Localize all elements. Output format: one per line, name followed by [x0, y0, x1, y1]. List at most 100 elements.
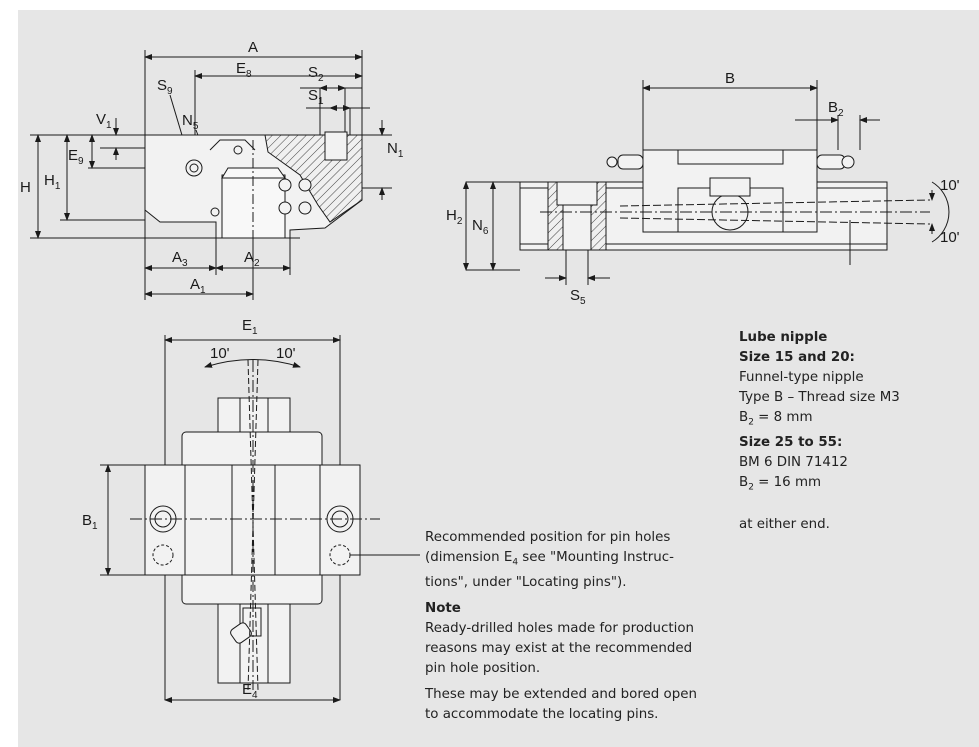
dimension-label-part: S — [308, 64, 318, 81]
dimension-label-part: 1 — [318, 96, 324, 107]
angle-top: 10' — [940, 177, 960, 194]
note-text: = 8 mm — [753, 410, 813, 425]
note-line4: These may be extended and bored open — [425, 686, 697, 702]
note-text: = 16 mm — [753, 474, 822, 490]
dimension-label-part: 5 — [580, 296, 586, 307]
dim-S5: S5 — [570, 287, 586, 307]
note-text: 4 — [512, 557, 519, 568]
side-view — [463, 80, 950, 285]
note-line2: reasons may exist at the recommended — [425, 640, 693, 656]
dim-B: B — [725, 70, 735, 87]
dimension-label-part: 2 — [318, 73, 324, 84]
dimension-label-part: E — [236, 60, 246, 77]
dimension-label-part: S — [570, 287, 580, 304]
dimension-label-part: 2 — [838, 108, 844, 119]
angle-left: 10' — [210, 345, 230, 362]
dimension-labels: A E8 S2 S1 S9 V1 N5 N1 E9 H H1 A3 A2 A1 … — [20, 39, 960, 701]
dimension-label-part: H — [44, 172, 55, 189]
dimension-label-part: B — [82, 512, 92, 529]
dimension-label-part: 2 — [254, 258, 260, 269]
dim-S1: S1 — [308, 87, 324, 107]
dimension-label-part: E — [68, 147, 78, 164]
dim-A2: A2 — [244, 249, 260, 269]
note-text: B — [739, 474, 749, 490]
note-text: 2 — [748, 417, 754, 428]
dim-E9: E9 — [68, 147, 84, 167]
dimension-label-part: 5 — [193, 121, 199, 132]
dimension-label-part: B — [828, 99, 838, 116]
size-small-heading: Size 15 and 20: — [739, 348, 900, 368]
dim-H2: H2 — [446, 207, 463, 227]
dimension-label-part: A — [190, 276, 200, 293]
dim-B1: B1 — [82, 512, 98, 532]
note-text: Size 25 to 55: — [739, 434, 843, 450]
dim-B2: B2 — [828, 99, 844, 119]
dimension-label-part: H — [446, 207, 457, 224]
dimension-label-part: N — [472, 217, 483, 234]
dimension-label-part: 1 — [106, 120, 112, 131]
dimension-label-part: S — [157, 77, 167, 94]
dim-N6: N6 — [472, 217, 489, 237]
note-line5: to accommodate the locating pins. — [425, 706, 659, 722]
dimension-label-part: N — [387, 140, 398, 157]
dim-H: H — [20, 179, 31, 196]
note-line1: Ready-drilled holes made for production — [425, 620, 695, 636]
angle-bottom: 10' — [940, 229, 960, 246]
dimension-label-part: E — [242, 681, 252, 698]
dimension-label-part: 6 — [483, 226, 489, 237]
dim-S2: S2 — [308, 64, 324, 84]
dimension-label-part: 9 — [78, 156, 84, 167]
note-title: Note — [425, 599, 697, 619]
note-line3: pin hole position. — [425, 660, 541, 676]
dim-A1: A1 — [190, 276, 206, 296]
dimension-label-part: S — [308, 87, 318, 104]
small-line2: Type B – Thread size M3 — [739, 390, 900, 405]
dimension-label-part: A — [244, 249, 254, 266]
angle-right: 10' — [276, 345, 296, 362]
size-large-heading: Size 25 to 55: — [739, 433, 900, 453]
pin-line3: tions", under "Locating pins"). — [425, 574, 627, 590]
dim-S9: S9 — [157, 77, 173, 97]
dimension-label-part: 8 — [246, 69, 252, 80]
dim-E8: E8 — [236, 60, 252, 80]
note-text: B — [739, 410, 749, 425]
note-text: Lube nipple — [739, 330, 828, 345]
pin-line1: Recommended position for pin holes — [425, 530, 671, 545]
note-text: see "Mounting Instruc- — [518, 550, 674, 565]
front-section-view — [30, 50, 392, 300]
pin-hole-notes: Recommended position for pin holes (dime… — [425, 528, 697, 725]
dimension-label-part: 1 — [55, 181, 61, 192]
lube-title: Lube nipple — [739, 328, 900, 348]
dim-V1: V1 — [96, 111, 112, 131]
pin-line2: (dimension E4 see "Mounting Instruc- — [425, 548, 697, 573]
lube-nipple-notes: Lube nipple Size 15 and 20: Funnel-type … — [739, 328, 900, 535]
diagram-panel — [18, 10, 979, 747]
dimension-label-part: N — [182, 112, 193, 129]
note-text: (dimension E — [425, 550, 513, 565]
note-text: Size 15 and 20: — [739, 350, 855, 365]
dimension-label-part: 4 — [252, 690, 258, 701]
small-b2: B2 = 8 mm — [739, 408, 900, 433]
dim-A: A — [248, 39, 258, 56]
note-text: 2 — [748, 482, 754, 493]
dimension-label-part: 2 — [457, 216, 463, 227]
dim-E1: E1 — [242, 317, 258, 337]
dim-N1: N1 — [387, 140, 404, 160]
dimension-label-part: E — [242, 317, 252, 334]
large-b2: B2 = 16 mm — [739, 473, 900, 498]
top-view — [100, 335, 420, 703]
small-line1: Funnel-type nipple — [739, 370, 864, 385]
dimension-label-part: 9 — [167, 86, 173, 97]
note-text: Note — [425, 600, 461, 616]
dimension-label-part: 1 — [92, 521, 98, 532]
large-line1: BM 6 DIN 71412 — [739, 454, 848, 470]
dimension-label-part: 3 — [182, 258, 188, 269]
dimension-label-part: 1 — [398, 149, 404, 160]
dim-A3: A3 — [172, 249, 188, 269]
dim-H1: H1 — [44, 172, 61, 192]
either-end: at either end. — [739, 517, 830, 533]
dimension-label-part: V — [96, 111, 106, 128]
dim-E4: E4 — [242, 681, 258, 701]
dimension-label-part: 1 — [200, 285, 206, 296]
